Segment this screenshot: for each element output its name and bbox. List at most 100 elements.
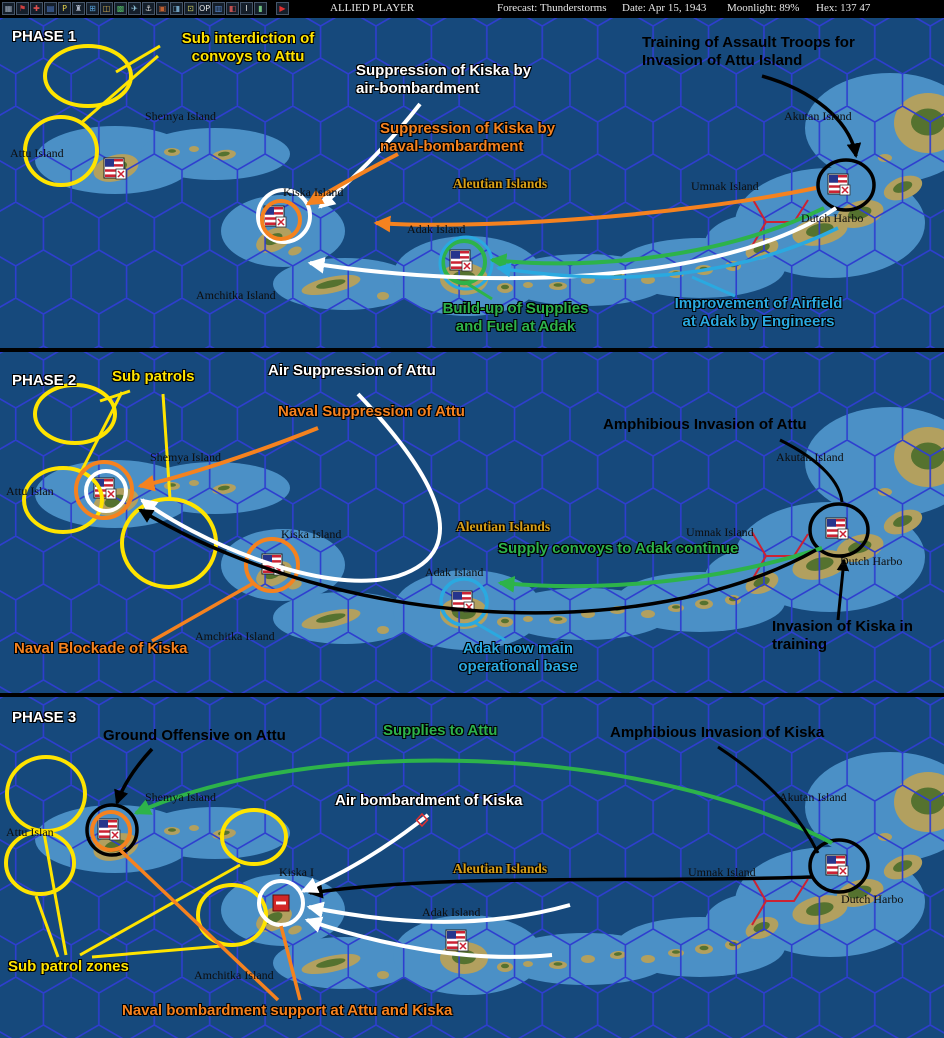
toolbar: ▦ ⚑ ✚ ▤ P ♜ ⊞ ◫ ▩ ✈ ⚓ ▣ ◨ ⊡ OP ▥ ◧ I ▮ ▶: [2, 2, 289, 15]
island-label-adak: Adak Island: [407, 222, 466, 236]
us-unit-counter[interactable]: [825, 517, 849, 540]
annotation-line: [99, 389, 131, 403]
anchor-icon[interactable]: ⚓: [142, 2, 155, 15]
target-icon[interactable]: ▣: [156, 2, 169, 15]
annotation-air-bombardment: Air bombardment of Kiska: [335, 792, 523, 809]
us-unit-counter[interactable]: [449, 249, 473, 272]
annotation-air-suppression: Suppression of Kiska by air-bombardment: [356, 62, 532, 98]
us-unit-counter[interactable]: [827, 173, 851, 196]
annotation-circle: [90, 810, 132, 852]
date-label: Date: Apr 15, 1943: [622, 2, 707, 14]
island-vegetation: [501, 963, 509, 969]
annotation-airfield: Improvement of Airfield at Adak by Engin…: [674, 295, 843, 331]
annotation-naval-support: Naval bombardment support at Attu and Ki…: [122, 1002, 453, 1019]
island: [189, 825, 199, 831]
annotation-amphibious-kiska: Amphibious Invasion of Kiska: [610, 724, 825, 741]
island-vegetation: [672, 950, 680, 954]
us-unit-counter[interactable]: [93, 477, 117, 500]
annotation-amphibious-attu: Amphibious Invasion of Attu: [603, 416, 807, 433]
annotation-line: [467, 282, 493, 301]
annotation-circle: [439, 577, 489, 627]
island: [377, 971, 389, 979]
supply-icon[interactable]: ◫: [100, 2, 113, 15]
annotation-arrow: [307, 206, 838, 281]
moonlight-label: Moonlight: 89%: [727, 2, 800, 14]
bar-icon[interactable]: ▮: [254, 2, 267, 15]
window-icon[interactable]: ▦: [2, 2, 15, 15]
us-unit-counter[interactable]: [263, 205, 287, 228]
island-label-kiska: Kiska Island: [281, 527, 342, 541]
box-icon[interactable]: ⊡: [184, 2, 197, 15]
island-label-attu: Attu Islan: [6, 484, 54, 498]
port-label-dutch-harbor: Dutch Harbo: [840, 554, 903, 568]
terrain-icon[interactable]: ▩: [114, 2, 127, 15]
annotation-arrow: [307, 875, 813, 899]
unit-icon[interactable]: ♜: [72, 2, 85, 15]
list-icon[interactable]: ▥: [212, 2, 225, 15]
map-panel-phase3: PHASE 3 Ground Offensive on Attu Supplie…: [0, 697, 944, 1038]
port-icon[interactable]: P: [58, 2, 71, 15]
island-label-shemya: Shemya Island: [145, 109, 216, 123]
op-icon[interactable]: OP: [198, 2, 211, 15]
island-vegetation: [168, 149, 176, 153]
phase-label: PHASE 3: [12, 709, 77, 726]
annotation-arrow: [305, 152, 399, 206]
titlebar: ▦ ⚑ ✚ ▤ P ♜ ⊞ ◫ ▩ ✈ ⚓ ▣ ◨ ⊡ OP ▥ ◧ I ▮ ▶…: [0, 0, 944, 18]
medic-icon[interactable]: ✚: [30, 2, 43, 15]
island: [878, 833, 892, 841]
annotation-naval-blockade: Naval Blockade of Kiska: [14, 640, 188, 657]
phase-label: PHASE 2: [12, 372, 77, 389]
annotation-sub-patrols: Sub patrols: [112, 368, 195, 385]
annotation-arrow: [717, 745, 820, 854]
us-unit-counter[interactable]: [103, 157, 127, 180]
island-vegetation: [501, 618, 509, 624]
annotation-circle: [85, 803, 139, 857]
island-label-amchitka: Amchitka Island: [195, 629, 275, 643]
us-unit-counter[interactable]: [445, 929, 469, 952]
annotation-arrow: [137, 426, 319, 492]
island-label-kiska: Kiska Island: [283, 185, 344, 199]
annotation-line: [691, 275, 736, 298]
flag-icon[interactable]: ⚑: [16, 2, 29, 15]
annotation-arrow: [140, 392, 442, 583]
annotation-circle: [260, 199, 302, 241]
enemy-unit-counter[interactable]: [272, 894, 290, 912]
annotation-arrow: [304, 916, 553, 959]
annotation-line: [79, 863, 241, 957]
annotation-circle: [22, 466, 104, 534]
panel-icon[interactable]: ◨: [170, 2, 183, 15]
island: [523, 961, 533, 967]
island: [523, 616, 533, 622]
annotation-arrow: [373, 186, 817, 233]
map-icon[interactable]: ▤: [44, 2, 57, 15]
annotation-invasion-training: Invasion of Kiska in training: [772, 618, 913, 654]
hex-coord-label: Hex: 137 47: [816, 2, 871, 14]
island-label-shemya: Shemya Island: [145, 790, 216, 804]
annotation-line: [115, 44, 161, 74]
info-icon[interactable]: I: [240, 2, 253, 15]
aircraft-icon[interactable]: ✈: [128, 2, 141, 15]
island: [581, 955, 595, 963]
island-vegetation: [672, 605, 680, 609]
us-unit-counter[interactable]: [825, 854, 849, 877]
annotation-line: [279, 925, 302, 1001]
island-vegetation: [911, 787, 944, 815]
us-unit-counter[interactable]: [97, 818, 121, 841]
island-label-attu: Attu Island: [10, 146, 64, 160]
island-label-amchitka: Amchitka Island: [196, 288, 276, 302]
annotation-arrow: [497, 546, 823, 593]
island: [641, 955, 655, 963]
annotation-line: [151, 582, 253, 643]
play-icon[interactable]: ▶: [276, 2, 289, 15]
annotation-circle: [84, 469, 128, 513]
region-label-aleutian: Aleutian Islands: [453, 861, 548, 876]
grid-icon[interactable]: ⊞: [86, 2, 99, 15]
annotation-circle: [33, 383, 117, 445]
island-vegetation: [553, 617, 563, 621]
annotation-air-suppression: Air Suppression of Attu: [268, 362, 436, 379]
flag2-icon[interactable]: ◧: [226, 2, 239, 15]
annotation-line: [80, 391, 124, 471]
island-label-umnak: Umnak Island: [691, 179, 759, 193]
island-label-umnak: Umnak Island: [686, 525, 754, 539]
annotation-naval-suppression: Naval Suppression of Attu: [278, 403, 465, 420]
